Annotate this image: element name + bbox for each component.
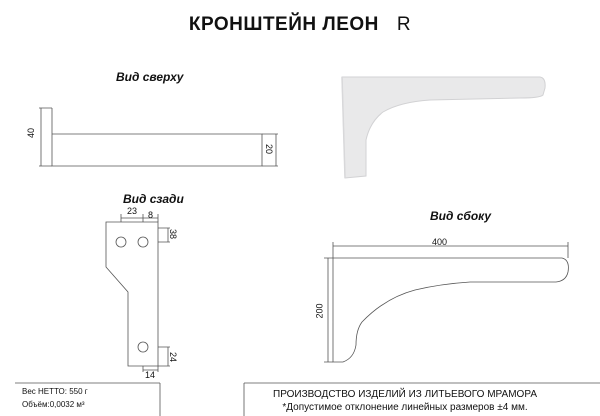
dim-back-bottom: 14 [145, 370, 156, 380]
tolerance-text: *Допустимое отклонение линейных размеров… [282, 402, 528, 413]
dim-back-side-lower: 24 [168, 351, 179, 363]
back-view-hole-left [115, 236, 127, 248]
side-view-label: Вид сбоку [430, 209, 492, 223]
back-view-hole-bottom [137, 341, 149, 353]
production-text: ПРОИЗВОДСТВО ИЗДЕЛИЙ ИЗ ЛИТЬЕВОГО МРАМОР… [273, 389, 537, 400]
product-name: КРОНШТЕЙН ЛЕОН [188, 14, 379, 35]
side-view-dim-top [332, 242, 569, 258]
side-view-dim-left [324, 257, 333, 363]
top-view-outline [51, 108, 263, 167]
top-view-dim-line-right [262, 133, 278, 167]
back-view-label: Вид сзади [123, 192, 184, 206]
product-render [341, 76, 546, 179]
dim-top-depth: 20 [264, 143, 275, 155]
back-view-dim-top [120, 214, 159, 222]
back-view-hole-right [137, 236, 149, 248]
back-view-dim-right-upper [158, 227, 170, 243]
back-view-dim-right-lower [158, 346, 170, 367]
weight-text: Вес НЕТТО: 550 г [22, 387, 88, 396]
page-title: КРОНШТЕЙН ЛЕОН R [0, 14, 600, 36]
dim-top-height: 40 [26, 127, 37, 139]
back-view-outline [105, 221, 159, 367]
dim-back-top-left: 23 [127, 206, 138, 216]
footer-specs: Вес НЕТТО: 550 г Объём:0,0032 м³ [22, 385, 88, 411]
side-view-outline [332, 257, 569, 363]
back-view-dim-bottom [142, 366, 159, 372]
top-view-dim-line [39, 107, 52, 167]
dim-side-height: 200 [314, 303, 325, 319]
volume-text: Объём:0,0032 м³ [22, 400, 85, 409]
dim-back-top-right: 8 [148, 210, 154, 220]
registered-mark: R [396, 14, 412, 35]
dim-side-length: 400 [432, 237, 448, 247]
dim-back-side-upper: 38 [168, 228, 179, 240]
footer-notes: ПРОИЗВОДСТВО ИЗДЕЛИЙ ИЗ ЛИТЬЕВОГО МРАМОР… [255, 388, 555, 414]
top-view-label: Вид сверху [116, 70, 184, 84]
